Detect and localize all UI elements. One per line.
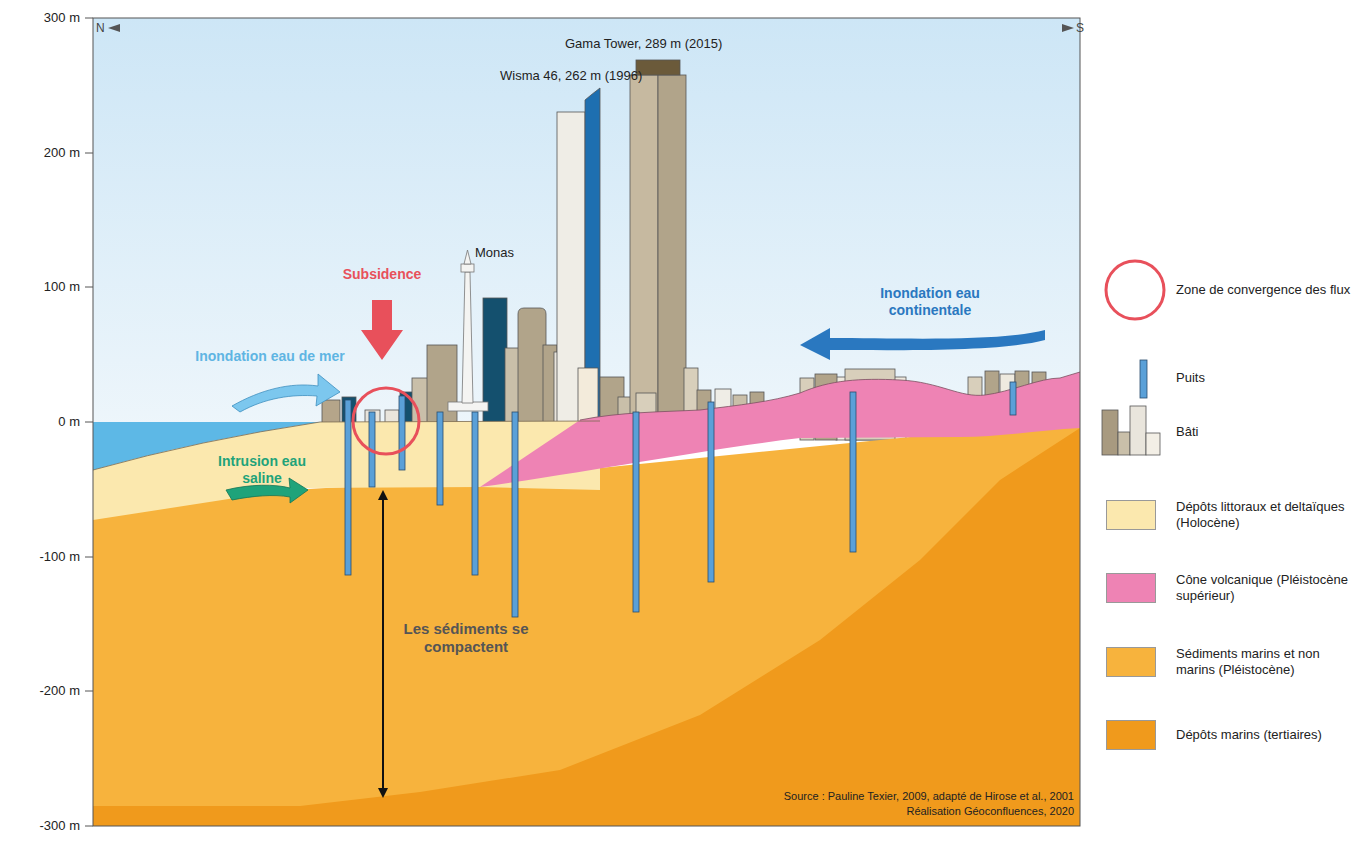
process-label: Inondation eau continentale — [845, 285, 1015, 319]
legend-swatch — [1106, 647, 1156, 677]
compass-label: S — [1076, 21, 1090, 35]
legend-label: Zone de convergence des flux — [1176, 282, 1356, 298]
legend-label: Dépôts marins (tertiaires) — [1176, 727, 1356, 743]
legend-label: Cône volcanique (Pléistocène supérieur) — [1176, 572, 1356, 603]
axis-tick-label: -300 m — [10, 818, 80, 834]
legend-label: Bâti — [1176, 424, 1356, 440]
legend-label: Puits — [1176, 370, 1356, 386]
compass-label: N — [96, 21, 110, 35]
source-note: Source : Pauline Texier, 2009, adapté de… — [614, 790, 1074, 803]
process-label: Intrusion eau saline — [197, 453, 327, 487]
axis-tick-label: -200 m — [10, 683, 80, 699]
legend-swatch — [1106, 573, 1156, 603]
legend-swatch — [1106, 720, 1156, 750]
legend-label: Sédiments marins et non marins (Pléistoc… — [1176, 646, 1356, 677]
axis-tick-label: -100 m — [10, 549, 80, 565]
building-label: Gama Tower, 289 m (2015) — [565, 36, 805, 52]
credit-note: Réalisation Géoconfluences, 2020 — [614, 805, 1074, 818]
legend-label: Dépôts littoraux et deltaïques (Holocène… — [1176, 499, 1356, 530]
legend-swatch — [1106, 500, 1156, 530]
monument-label: Monas — [475, 245, 545, 261]
process-label: Inondation eau de mer — [195, 348, 345, 365]
axis-tick-label: 100 m — [10, 279, 80, 295]
process-label: Subsidence — [322, 266, 442, 283]
axis-tick-label: 0 m — [10, 414, 80, 430]
process-label: Les sédiments se compactent — [391, 620, 541, 656]
axis-tick-label: 200 m — [10, 145, 80, 161]
building-label: Wisma 46, 262 m (1996) — [500, 68, 700, 84]
axis-tick-label: 300 m — [10, 10, 80, 26]
